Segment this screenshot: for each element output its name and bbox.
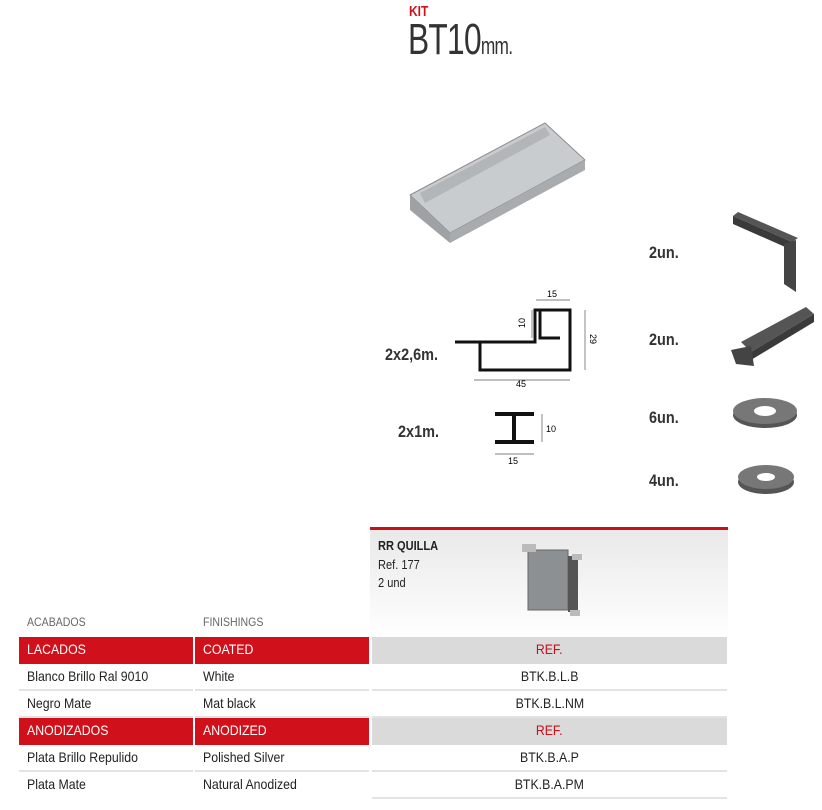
dim-29: 29	[588, 334, 598, 344]
cell-en: Mat black	[203, 695, 256, 711]
table-row: Negro Mate Mat black BTK.B.L.NM	[19, 691, 727, 718]
washer-small-image	[738, 465, 794, 494]
cell-en: Natural Anodized	[203, 776, 297, 792]
unit: mm.	[480, 33, 513, 60]
table-row: Plata Brillo Repulido Polished Silver BT…	[19, 745, 727, 772]
washer-large-qty: 6un.	[649, 408, 679, 427]
cell-ref: BTK.B.L.NM	[515, 695, 584, 711]
accessory-ref: Ref. 177	[378, 557, 420, 572]
cell-en: Polished Silver	[203, 749, 285, 765]
cell-ref: BTK.B.A.P	[520, 749, 579, 765]
profile-long-section-drawing: 15 10 29 45	[455, 289, 598, 388]
table-header: ACABADOS FINISHINGS	[19, 610, 727, 637]
dim-15-short: 15	[508, 456, 518, 466]
cell-es: Blanco Brillo Ral 9010	[27, 668, 149, 684]
dim-45: 45	[516, 379, 526, 388]
table-row: Blanco Brillo Ral 9010 White BTK.B.L.B	[19, 664, 727, 691]
cell-ref: REF.	[536, 722, 563, 738]
product-title: BT10mm.	[408, 18, 513, 67]
profile-short-section-drawing: 10 15	[495, 412, 556, 466]
model: BT10	[408, 15, 482, 64]
accessory-name: RR QUILLA	[378, 538, 439, 553]
washer-small-qty: 4un.	[649, 471, 679, 490]
table-row: Plata Mate Natural Anodized BTK.B.A.PM	[19, 772, 727, 799]
cell-es: Negro Mate	[27, 695, 92, 711]
clip-qty: 2un.	[649, 330, 679, 349]
cell-en: COATED	[203, 641, 254, 657]
header-acabados: ACABADOS	[27, 615, 86, 629]
cell-es: Plata Brillo Repulido	[27, 749, 138, 765]
cell-en: White	[203, 668, 235, 684]
section-row: LACADOS COATED REF.	[19, 637, 727, 664]
cell-ref: BTK.B.L.B	[520, 668, 579, 684]
corner-bracket-image	[733, 212, 798, 292]
profile-long-qty: 2x2,6m.	[385, 345, 439, 364]
profile-3d-image	[409, 122, 586, 243]
accessory-qty: 2 und	[378, 575, 406, 590]
clip-bracket-image	[731, 307, 814, 366]
cell-ref: BTK.B.A.PM	[514, 776, 585, 792]
roller-wheel-image	[522, 544, 582, 616]
dim-10-short: 10	[546, 424, 556, 434]
bracket-qty: 2un.	[649, 243, 679, 262]
kit-label: KIT	[409, 3, 429, 20]
accessory-card: RR QUILLA Ref. 177 2 und	[370, 527, 728, 638]
cell-es: ANODIZADOS	[27, 722, 109, 738]
cell-es: Plata Mate	[27, 776, 86, 792]
cell-ref: REF.	[536, 641, 563, 657]
washer-large-image	[733, 398, 797, 428]
profile-short-qty: 2x1m.	[398, 422, 439, 441]
header-finishings: FINISHINGS	[203, 615, 264, 629]
dim-15: 15	[547, 289, 557, 299]
cell-en: ANODIZED	[203, 722, 267, 738]
section-row: ANODIZADOS ANODIZED REF.	[19, 718, 727, 745]
dim-10: 10	[517, 318, 527, 328]
cell-es: LACADOS	[27, 641, 86, 657]
